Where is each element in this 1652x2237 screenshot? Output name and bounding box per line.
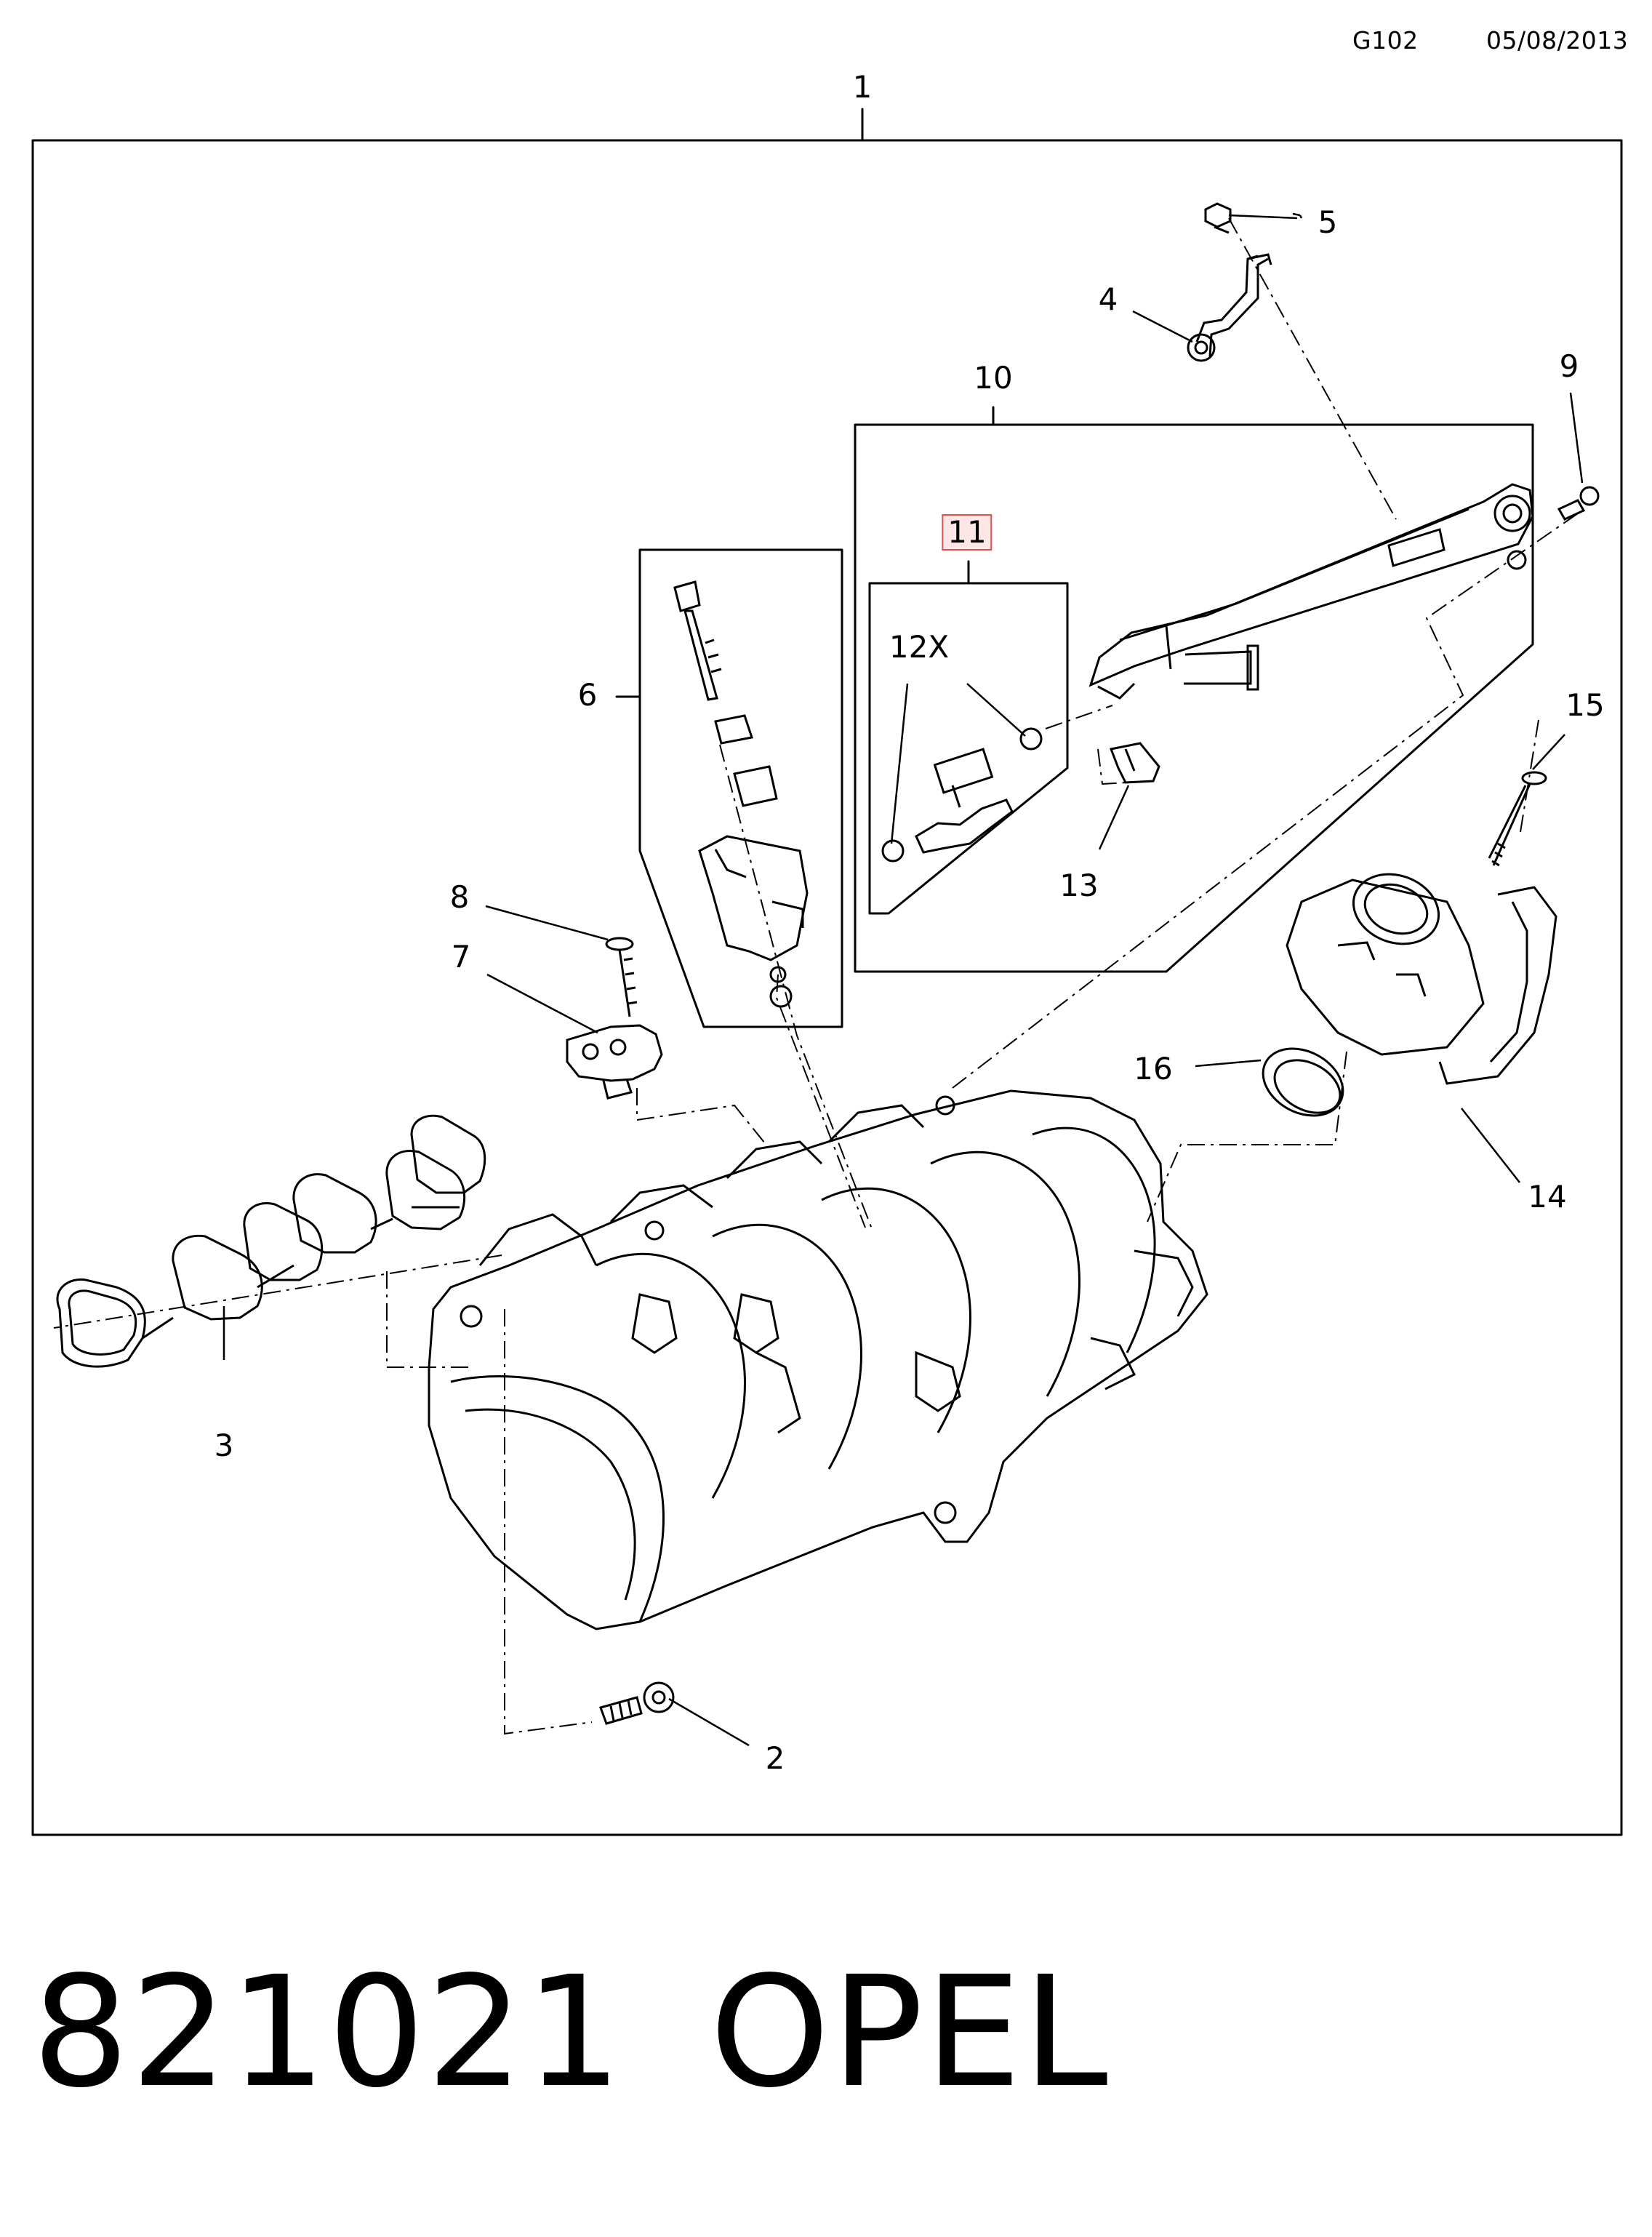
callout-10: 10 (974, 360, 1013, 396)
callout-7: 7 (451, 939, 471, 975)
group-box-6 (638, 548, 843, 1028)
callout-14: 14 (1528, 1179, 1567, 1214)
group-box-10 (854, 423, 1534, 973)
callout-6: 6 (577, 677, 598, 713)
callout-8: 8 (449, 879, 470, 915)
callout-12x: 12X (889, 629, 950, 665)
callout-15: 15 (1565, 687, 1605, 723)
callout-16: 16 (1134, 1051, 1173, 1087)
callout-13: 13 (1059, 868, 1099, 903)
diagram-date: 05/08/2013 (1486, 26, 1629, 55)
intake-manifold (428, 1089, 1208, 1630)
callout-3: 3 (214, 1428, 234, 1463)
callout-5: 5 (1318, 204, 1338, 240)
diagram-code: G102 (1352, 26, 1419, 55)
callout-9: 9 (1559, 348, 1579, 384)
exploded-parts-diagram (31, 108, 1623, 1836)
part-number: 821021 (32, 1943, 624, 2121)
callout-11: 11 (942, 514, 993, 551)
callout-2: 2 (765, 1740, 785, 1776)
assembly-frame (31, 139, 1623, 1836)
brand-name: OPEL (710, 1943, 1110, 2121)
group-box-11 (868, 582, 1069, 915)
callout-1: 1 (852, 69, 873, 105)
callout-4: 4 (1098, 281, 1118, 317)
